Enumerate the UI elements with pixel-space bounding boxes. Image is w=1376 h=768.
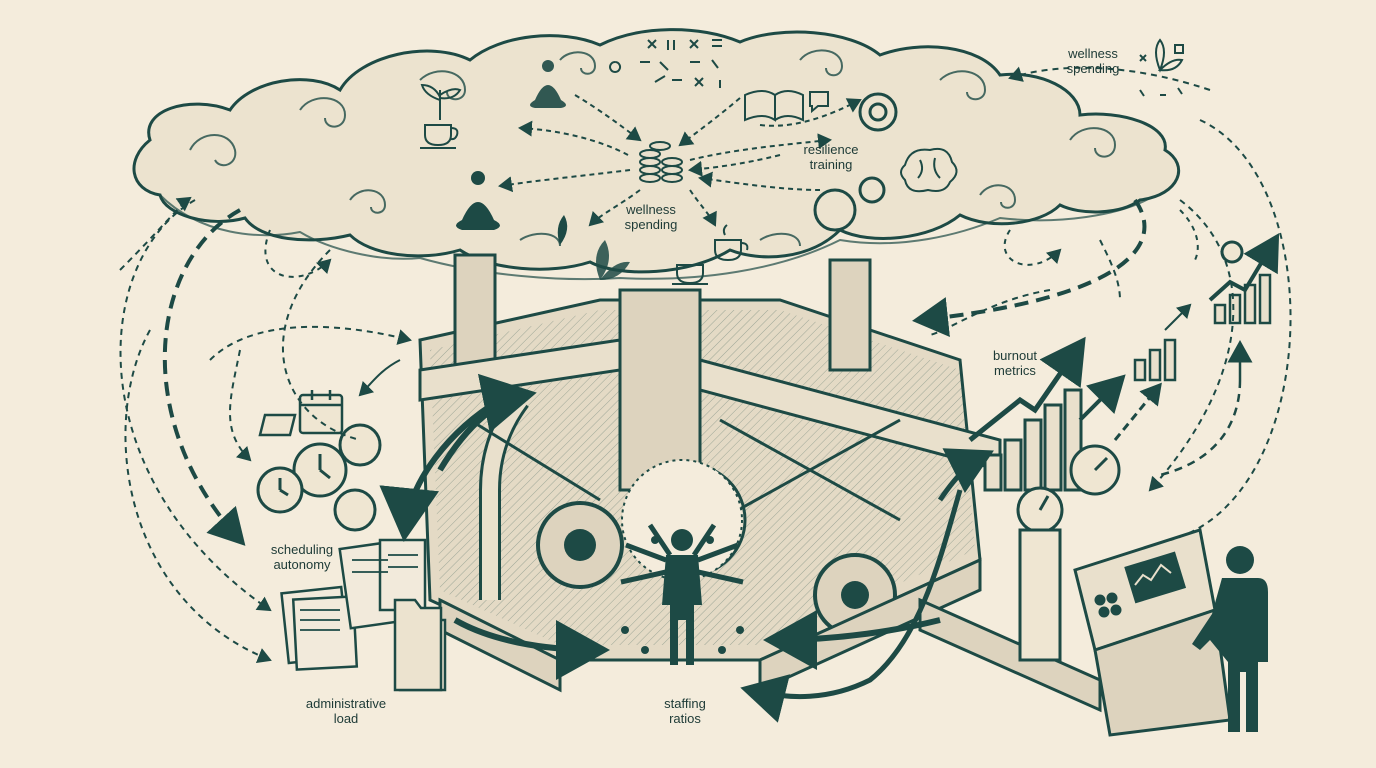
label-staffing-ratios: staffing ratios bbox=[640, 696, 730, 726]
brain-icon bbox=[900, 147, 958, 193]
label-line: resilience bbox=[803, 142, 859, 157]
book-icon bbox=[744, 90, 829, 122]
label-line: load bbox=[333, 711, 359, 726]
label-burnout-metrics: burnout metrics bbox=[975, 348, 1055, 378]
label-line: wellness bbox=[626, 202, 676, 217]
label-line: burnout bbox=[992, 348, 1038, 363]
label-wellness-spending-center: wellness spending bbox=[606, 202, 696, 232]
feedback-arrows bbox=[119, 66, 1292, 723]
label-line: training bbox=[809, 157, 853, 172]
label-line: wellness bbox=[1068, 46, 1118, 61]
label-line: autonomy bbox=[273, 557, 331, 572]
document-icon bbox=[280, 538, 427, 671]
plant-icon bbox=[420, 83, 630, 280]
label-line: ratios bbox=[669, 711, 701, 726]
label-wellness-spending-top: wellness spending bbox=[1048, 46, 1138, 76]
clock-icon bbox=[256, 423, 382, 532]
label-resilience-training: resilience training bbox=[786, 142, 876, 172]
meditation-icon-2 bbox=[456, 171, 500, 230]
person-silhouette-icon bbox=[1192, 546, 1268, 732]
coffee-cup-icon bbox=[420, 124, 459, 149]
coffee-cup-icon-3 bbox=[672, 264, 708, 285]
meditation-icon bbox=[530, 60, 566, 108]
label-line: spending bbox=[1066, 61, 1120, 76]
label-line: spending bbox=[624, 217, 678, 232]
coffee-cup-icon-2 bbox=[714, 224, 749, 262]
gauge-icon bbox=[1016, 240, 1244, 662]
small-pictogram-icons bbox=[609, 39, 722, 88]
wellness-spending-pictograms bbox=[1139, 38, 1184, 97]
label-line: staffing bbox=[664, 696, 706, 711]
label-line: administrative bbox=[305, 696, 387, 711]
clinician-icon bbox=[620, 459, 744, 665]
label-line: scheduling bbox=[270, 542, 334, 557]
calendar-icon bbox=[258, 390, 344, 437]
label-line: metrics bbox=[994, 363, 1036, 378]
folder-icon bbox=[393, 598, 447, 692]
coin-stack-icon bbox=[639, 141, 683, 183]
label-scheduling-autonomy: scheduling autonomy bbox=[252, 542, 352, 572]
label-administrative-load: administrative load bbox=[290, 696, 402, 726]
bar-chart-icon-small bbox=[1133, 273, 1272, 382]
